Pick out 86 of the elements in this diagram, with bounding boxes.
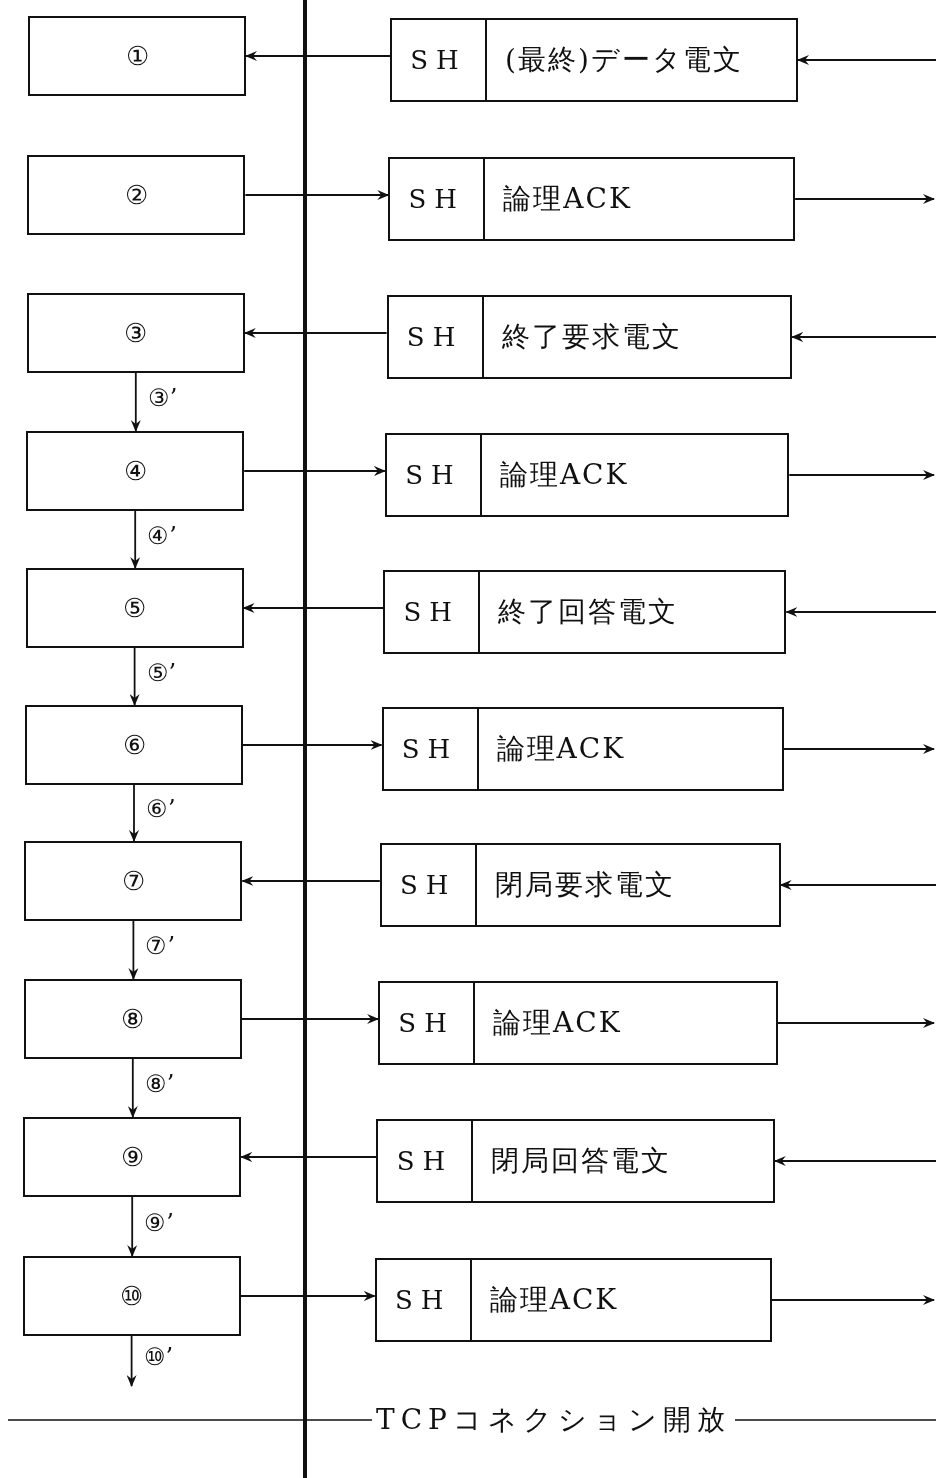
edge-label: ⑧’ — [144, 1070, 175, 1098]
arrow — [129, 647, 140, 706]
edge-label: ⑨’ — [144, 1208, 174, 1237]
step-box — [26, 431, 245, 511]
arrow — [128, 920, 139, 980]
message-box — [390, 18, 798, 102]
message-box — [376, 1119, 775, 1203]
step-number: ④ — [123, 456, 147, 486]
step-box — [26, 293, 245, 373]
message-name: 論理ACK — [499, 457, 629, 493]
edge-label: ⑦’ — [145, 932, 176, 960]
arrow — [127, 1196, 138, 1257]
header-text: SH — [403, 597, 460, 627]
arrow — [788, 470, 935, 480]
step-number: ⑦ — [121, 866, 145, 896]
step-box — [23, 979, 242, 1059]
arrow — [241, 876, 381, 886]
step-box — [23, 1117, 242, 1197]
edge-label: ⑤’ — [146, 658, 177, 687]
arrow — [794, 194, 935, 204]
step-number: ⑥ — [122, 730, 146, 760]
header-text: SH — [398, 1008, 455, 1038]
header-text: SH — [406, 322, 464, 352]
arrow — [240, 1152, 378, 1162]
edge-label: ⑩’ — [143, 1343, 174, 1371]
step-box — [28, 16, 246, 96]
arrow — [239, 1291, 376, 1301]
step-number: ③ — [124, 318, 148, 348]
step-box — [22, 1256, 241, 1336]
message-box — [386, 295, 793, 379]
edge-label: ③’ — [147, 384, 178, 412]
message-box — [384, 433, 790, 517]
message-name: 論理ACK — [489, 1282, 619, 1318]
header-text: SH — [394, 1285, 452, 1315]
arrow — [242, 603, 385, 613]
message-name: 論理ACK — [503, 181, 632, 217]
message-name: 論理ACK — [493, 1005, 622, 1041]
step-box — [27, 155, 246, 235]
message-box — [383, 570, 787, 654]
arrow — [129, 784, 139, 842]
arrow — [771, 1295, 935, 1305]
arrow — [785, 607, 936, 617]
arrow — [245, 51, 391, 61]
arrow — [773, 1156, 936, 1166]
message-name: 論理ACK — [496, 731, 626, 767]
step-number: ⑤ — [123, 593, 147, 623]
arrow — [127, 1058, 138, 1118]
step-box — [25, 705, 243, 785]
message-name: 閉局要求電文 — [494, 867, 675, 903]
arrow — [776, 1018, 935, 1028]
arrow — [797, 55, 936, 65]
message-box — [374, 1258, 772, 1342]
edge-label: ⑥’ — [146, 795, 176, 823]
header-text: SH — [408, 184, 466, 214]
arrow — [791, 332, 936, 342]
step-box — [24, 841, 243, 921]
header-text: SH — [405, 460, 462, 490]
arrow — [240, 1014, 380, 1024]
step-number: ⑩ — [120, 1281, 144, 1311]
message-box — [388, 157, 796, 241]
arrow — [782, 744, 935, 754]
header-text: SH — [396, 1146, 454, 1176]
arrow — [130, 510, 141, 569]
message-name: 終了要求電文 — [501, 319, 682, 355]
step-number: ② — [124, 180, 148, 210]
arrow — [130, 372, 141, 432]
arrow — [126, 1335, 137, 1387]
header-text: SH — [400, 870, 457, 900]
arrow — [244, 190, 390, 200]
arrow — [242, 740, 383, 750]
header-text: SH — [401, 734, 459, 764]
message-name: (最終)データ電文 — [505, 42, 743, 78]
message-name: 終了回答電文 — [498, 594, 679, 630]
message-box — [381, 707, 784, 791]
arrow — [779, 880, 936, 890]
step-number: ① — [125, 41, 149, 71]
step-number: ⑧ — [121, 1004, 145, 1034]
header-text: SH — [410, 45, 467, 75]
message-name: 閉局回答電文 — [491, 1143, 672, 1179]
arrow — [243, 328, 388, 338]
step-box — [25, 568, 244, 648]
message-box — [378, 981, 778, 1065]
arrow — [243, 466, 386, 476]
edge-label: ④’ — [147, 521, 177, 550]
step-number: ⑨ — [120, 1142, 144, 1172]
message-box — [379, 843, 781, 927]
